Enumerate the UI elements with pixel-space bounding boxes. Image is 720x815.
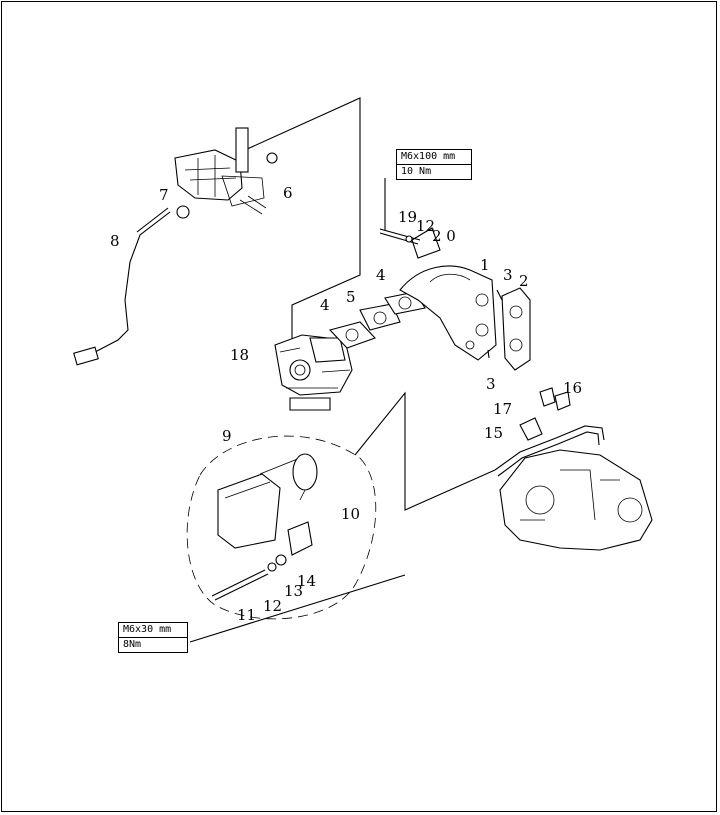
callout-2: 2 bbox=[519, 272, 529, 290]
callout-numbers: 1 2 3 3 4 4 5 6 7 8 9 10 11 12 12 13 14 … bbox=[110, 184, 582, 624]
callout-17: 17 bbox=[493, 400, 512, 418]
intake-manifold bbox=[399, 227, 503, 361]
callout-20: 2 0 bbox=[432, 227, 456, 245]
lower-bolt-torque: 8Nm bbox=[119, 637, 187, 652]
callout-19: 19 bbox=[398, 208, 417, 226]
callout-18: 18 bbox=[230, 346, 249, 364]
callout-14: 14 bbox=[297, 572, 316, 590]
manifold-gasket bbox=[501, 287, 531, 371]
carburetor bbox=[274, 334, 353, 411]
callout-11: 11 bbox=[237, 606, 256, 624]
intake-gaskets bbox=[328, 291, 426, 349]
callout-4-right: 4 bbox=[376, 266, 386, 284]
callout-7: 7 bbox=[159, 186, 169, 204]
lower-spec-leader bbox=[189, 574, 406, 643]
callout-3-lower: 3 bbox=[486, 375, 496, 393]
callout-10: 10 bbox=[341, 505, 360, 523]
callout-8: 8 bbox=[110, 232, 120, 250]
lower-bolt-size: M6x30 mm bbox=[123, 624, 172, 635]
lower-bolt-spec-box: M6x30 mm 8Nm bbox=[118, 622, 188, 653]
callout-15: 15 bbox=[484, 424, 503, 442]
callout-6: 6 bbox=[283, 184, 293, 202]
engine-block bbox=[494, 387, 653, 551]
callout-12-upper: 12 bbox=[416, 217, 435, 235]
callout-5: 5 bbox=[346, 288, 356, 306]
throttle-linkage-assembly bbox=[73, 127, 278, 366]
callout-3-upper: 3 bbox=[503, 266, 513, 284]
bolt-m6x100 bbox=[379, 228, 421, 245]
upper-bolt-size: M6x100 mm bbox=[401, 151, 456, 162]
air-cleaner-assembly bbox=[186, 435, 377, 620]
callout-4-left: 4 bbox=[320, 296, 330, 314]
upper-bolt-spec-box: M6x100 mm 10 Nm bbox=[396, 149, 472, 180]
callout-9: 9 bbox=[222, 427, 232, 445]
callout-1: 1 bbox=[480, 256, 490, 274]
upper-bolt-torque: 10 Nm bbox=[397, 164, 471, 179]
connection-lines bbox=[189, 97, 496, 643]
callout-16: 16 bbox=[563, 379, 582, 397]
callout-12-lower: 12 bbox=[263, 597, 282, 615]
callout-13: 13 bbox=[284, 582, 303, 600]
